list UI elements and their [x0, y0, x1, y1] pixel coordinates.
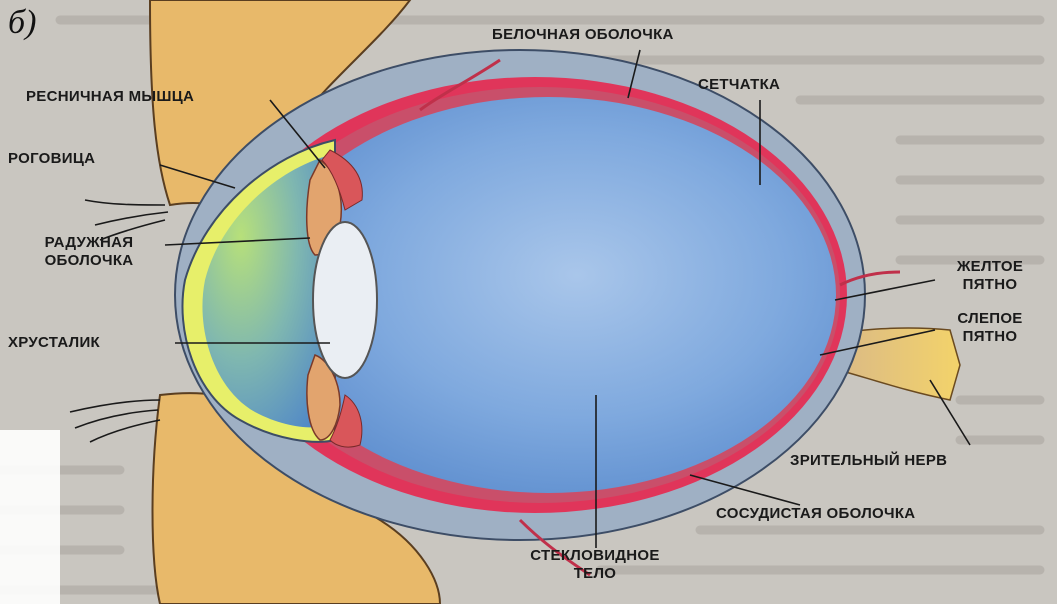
label-iris-line1: РАДУЖНАЯ — [14, 234, 164, 252]
label-blind-spot: СЛЕПОЕ ПЯТНО — [930, 310, 1050, 346]
label-lens: ХРУСТАЛИК — [8, 334, 100, 352]
label-blind-spot-line1: СЛЕПОЕ — [930, 310, 1050, 328]
label-yellow-spot-line2: ПЯТНО — [930, 276, 1050, 294]
lens — [313, 222, 377, 378]
label-optic-nerve: ЗРИТЕЛЬНЫЙ НЕРВ — [790, 452, 947, 470]
label-iris-line2: ОБОЛОЧКА — [14, 252, 164, 270]
label-retina: СЕТЧАТКА — [698, 76, 780, 94]
label-vitreous-line2: ТЕЛО — [500, 565, 690, 583]
label-blind-spot-line2: ПЯТНО — [930, 328, 1050, 346]
label-iris: РАДУЖНАЯ ОБОЛОЧКА — [14, 234, 164, 270]
label-vitreous-line1: СТЕКЛОВИДНОЕ — [500, 547, 690, 565]
figure-letter: б) — [8, 4, 36, 42]
label-sclera: БЕЛОЧНАЯ ОБОЛОЧКА — [492, 26, 674, 44]
label-yellow-spot: ЖЕЛТОЕ ПЯТНО — [930, 258, 1050, 294]
label-vitreous-body: СТЕКЛОВИДНОЕ ТЕЛО — [500, 547, 690, 583]
label-choroid: СОСУДИСТАЯ ОБОЛОЧКА — [716, 505, 915, 523]
label-yellow-spot-line1: ЖЕЛТОЕ — [930, 258, 1050, 276]
label-cornea: РОГОВИЦА — [8, 150, 95, 168]
label-ciliary-muscle: РЕСНИЧНАЯ МЫШЦА — [26, 88, 194, 106]
